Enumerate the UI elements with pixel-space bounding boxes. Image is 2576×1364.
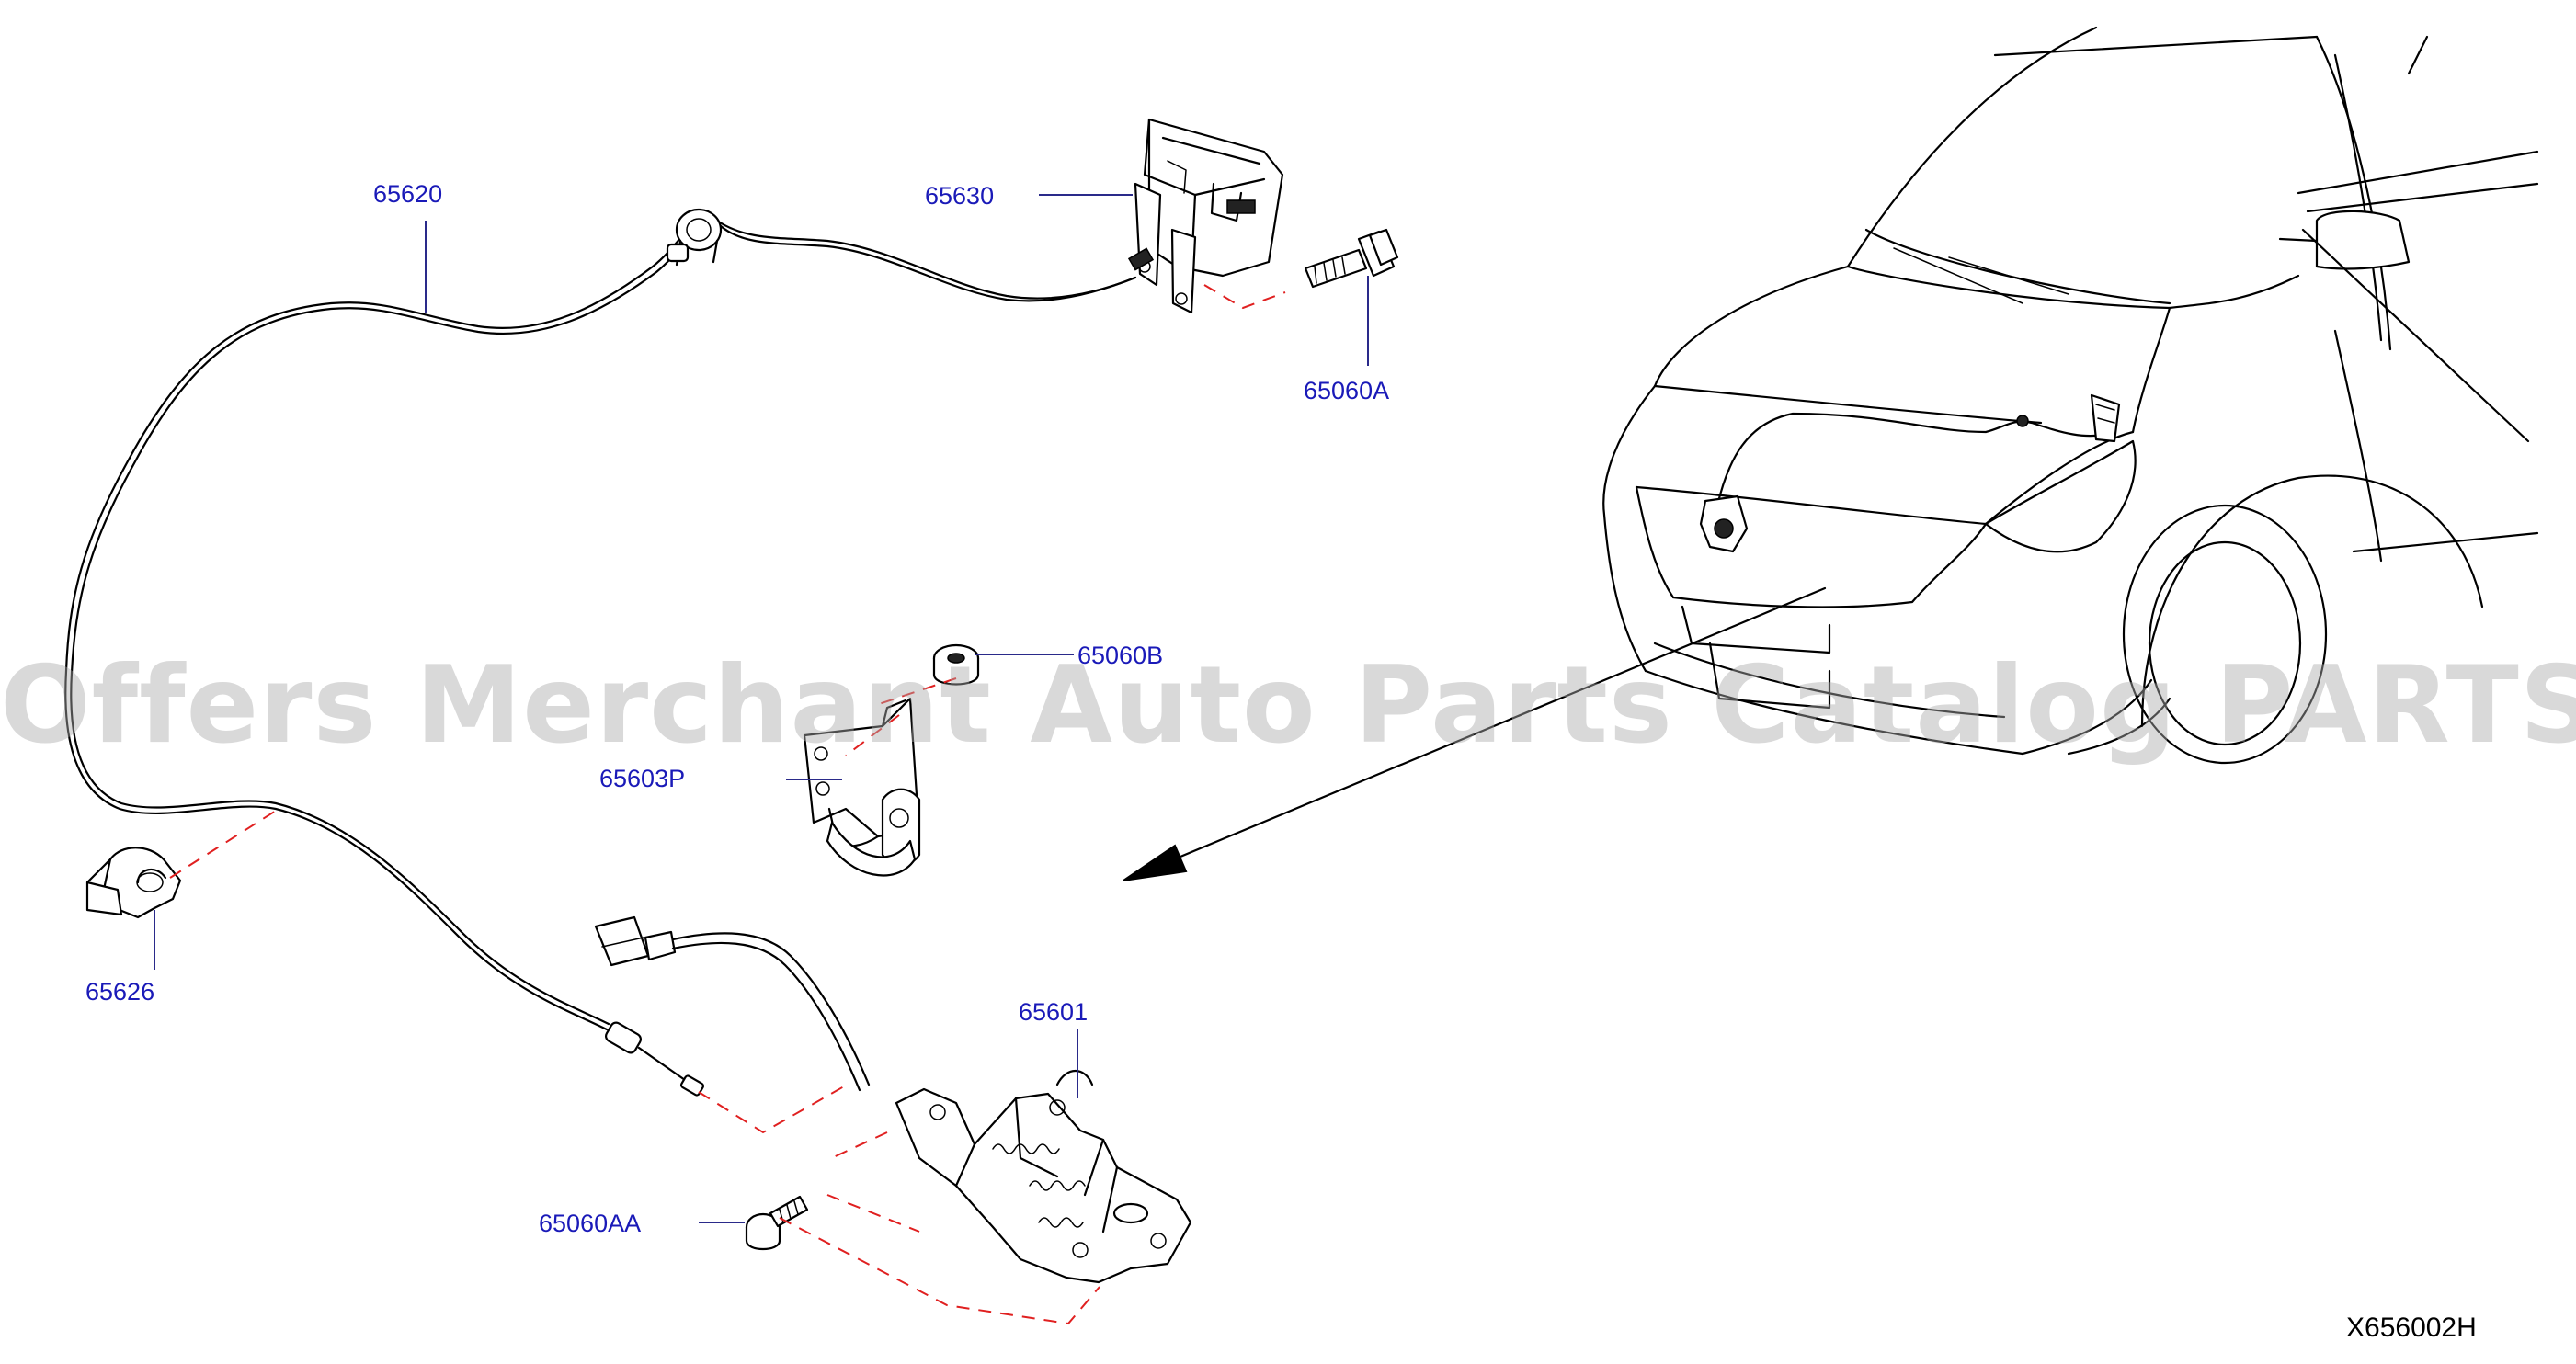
direction-arrow	[1123, 586, 1827, 881]
label-65601[interactable]: 65601	[1019, 998, 1089, 1026]
label-65060aa[interactable]: 65060AA	[539, 1210, 642, 1237]
bolt-65060aa	[745, 1195, 809, 1251]
latch-65601	[594, 915, 1192, 1284]
cable-end	[605, 1021, 705, 1097]
label-65620[interactable]: 65620	[373, 180, 443, 208]
bolt-65060a	[1304, 228, 1399, 289]
nut-65060b	[932, 643, 980, 686]
car-illustration	[1602, 26, 2539, 765]
diagram-code: X656002H	[2346, 1313, 2477, 1343]
bracket-65603p	[803, 697, 921, 877]
cable-grommet	[666, 208, 723, 267]
label-65603p[interactable]: 65603P	[599, 765, 686, 792]
assembly-dashes	[169, 284, 1286, 1325]
release-handle	[1127, 118, 1284, 314]
release-cable	[64, 216, 1137, 1031]
label-65060b[interactable]: 65060B	[1077, 642, 1164, 669]
leader-lines	[154, 194, 1369, 1223]
watermark-text: Offers Merchant Auto Parts Catalog PARTS…	[0, 643, 2576, 767]
label-65626[interactable]: 65626	[85, 978, 155, 1006]
label-65060a[interactable]: 65060A	[1304, 377, 1390, 404]
clip-65626	[85, 847, 182, 919]
label-65630[interactable]: 65630	[925, 182, 995, 210]
